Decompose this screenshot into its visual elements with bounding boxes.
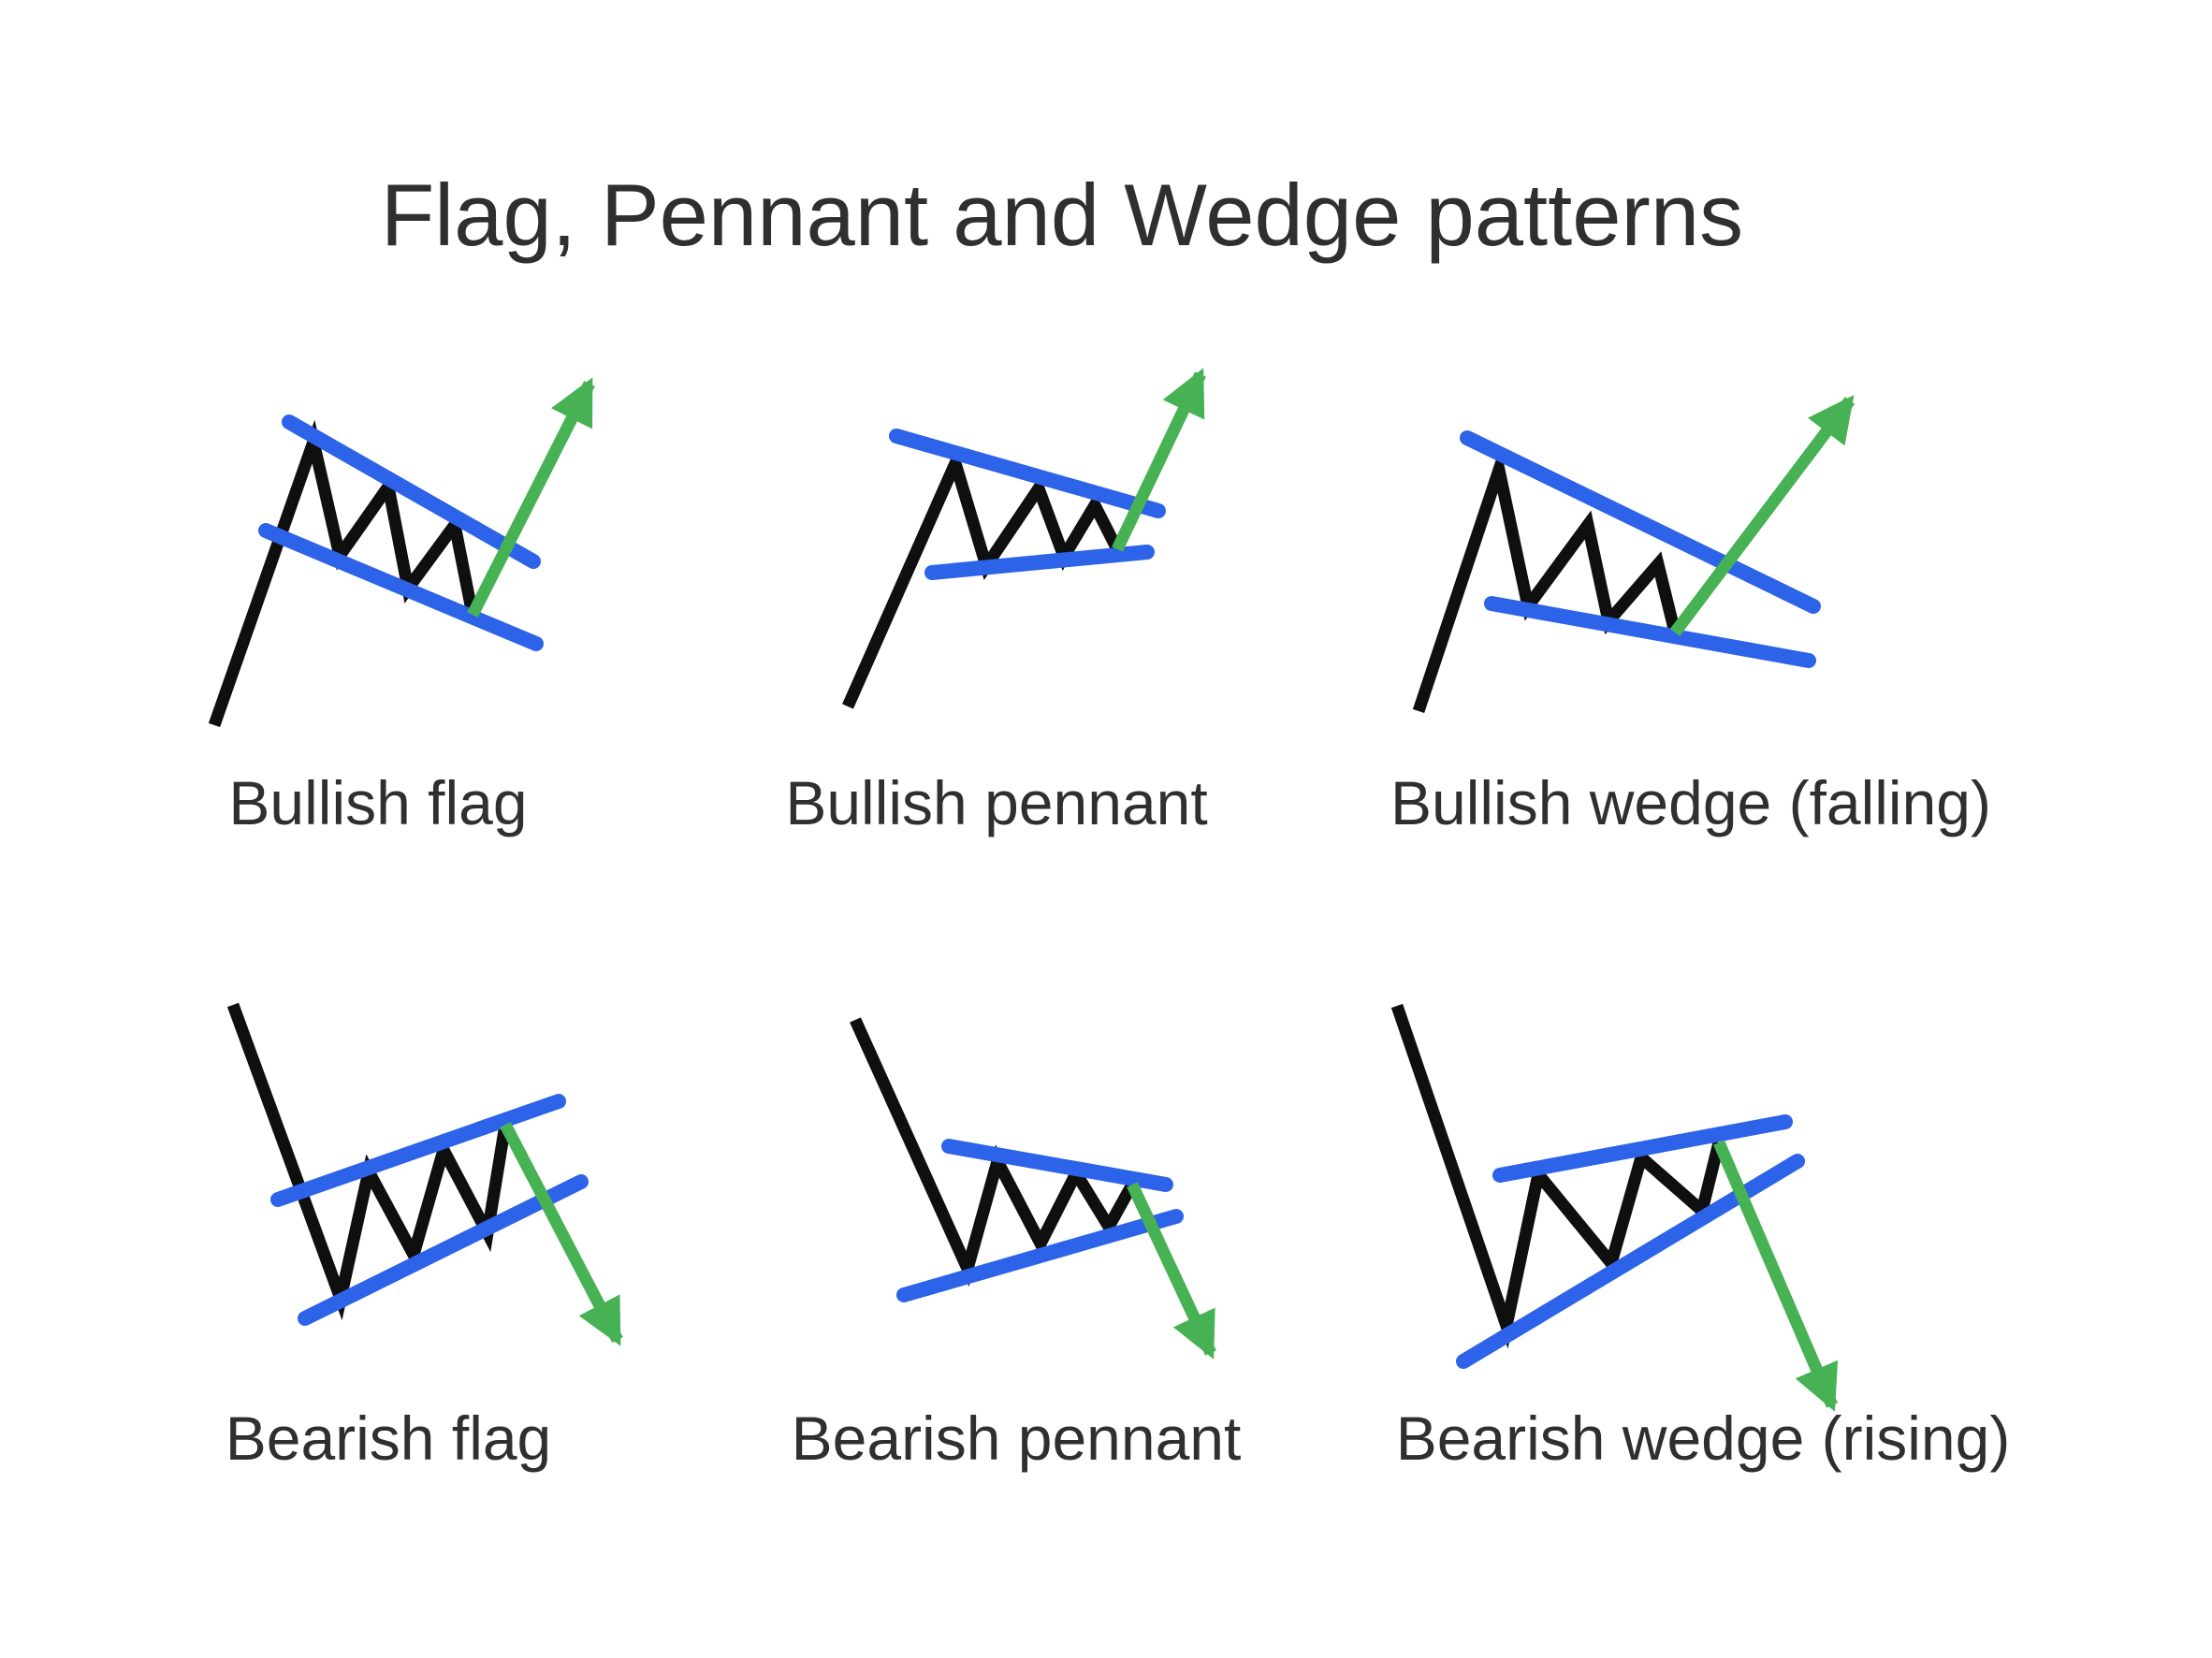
upper-trendline <box>270 1094 566 1207</box>
bullish-flag-drawing <box>208 377 595 728</box>
upper-trendline <box>1492 1114 1793 1183</box>
upper-trendline <box>941 1139 1173 1192</box>
pattern-label-bullish-pennant: Bullish pennant <box>785 768 1208 837</box>
price-line <box>842 445 1123 709</box>
bullish-wedge-falling-drawing <box>1412 395 1855 714</box>
upper-trendline <box>889 429 1166 518</box>
breakout-up-arrow <box>1669 395 1855 636</box>
price-line <box>1412 446 1681 714</box>
breakout-up-arrow <box>1112 368 1206 552</box>
breakout-up-arrow <box>467 377 595 618</box>
pattern-label-bullish-flag: Bullish flag <box>228 768 528 837</box>
pattern-label-bearish-wedge-rising: Bearish wedge (rising) <box>1395 1403 2011 1473</box>
upper-trendline <box>1460 430 1821 614</box>
bearish-pennant-drawing <box>850 1017 1216 1360</box>
price-line <box>850 1017 1138 1287</box>
lower-trendline <box>924 545 1155 580</box>
lower-trendline <box>258 523 544 651</box>
breakout-down-arrow <box>500 1121 623 1346</box>
bullish-pennant-drawing <box>842 368 1206 709</box>
price-line <box>226 1002 512 1321</box>
breakout-down-arrow <box>1127 1182 1216 1360</box>
bearish-wedge-rising-drawing <box>1390 1003 1839 1412</box>
upper-trendline <box>282 414 541 569</box>
price-line <box>208 419 479 728</box>
breakout-down-arrow <box>1713 1140 1839 1412</box>
lower-trendline <box>896 1209 1184 1302</box>
pattern-label-bearish-pennant: Bearish pennant <box>791 1403 1242 1473</box>
page-title: Flag, Pennant and Wedge patterns <box>380 166 1744 264</box>
lower-trendline <box>298 1174 589 1326</box>
pattern-label-bearish-flag: Bearish flag <box>225 1403 552 1473</box>
pattern-label-bullish-wedge-falling: Bullish wedge (falling) <box>1390 768 1991 837</box>
bearish-flag-drawing <box>226 1002 623 1346</box>
lower-trendline <box>1484 596 1816 668</box>
